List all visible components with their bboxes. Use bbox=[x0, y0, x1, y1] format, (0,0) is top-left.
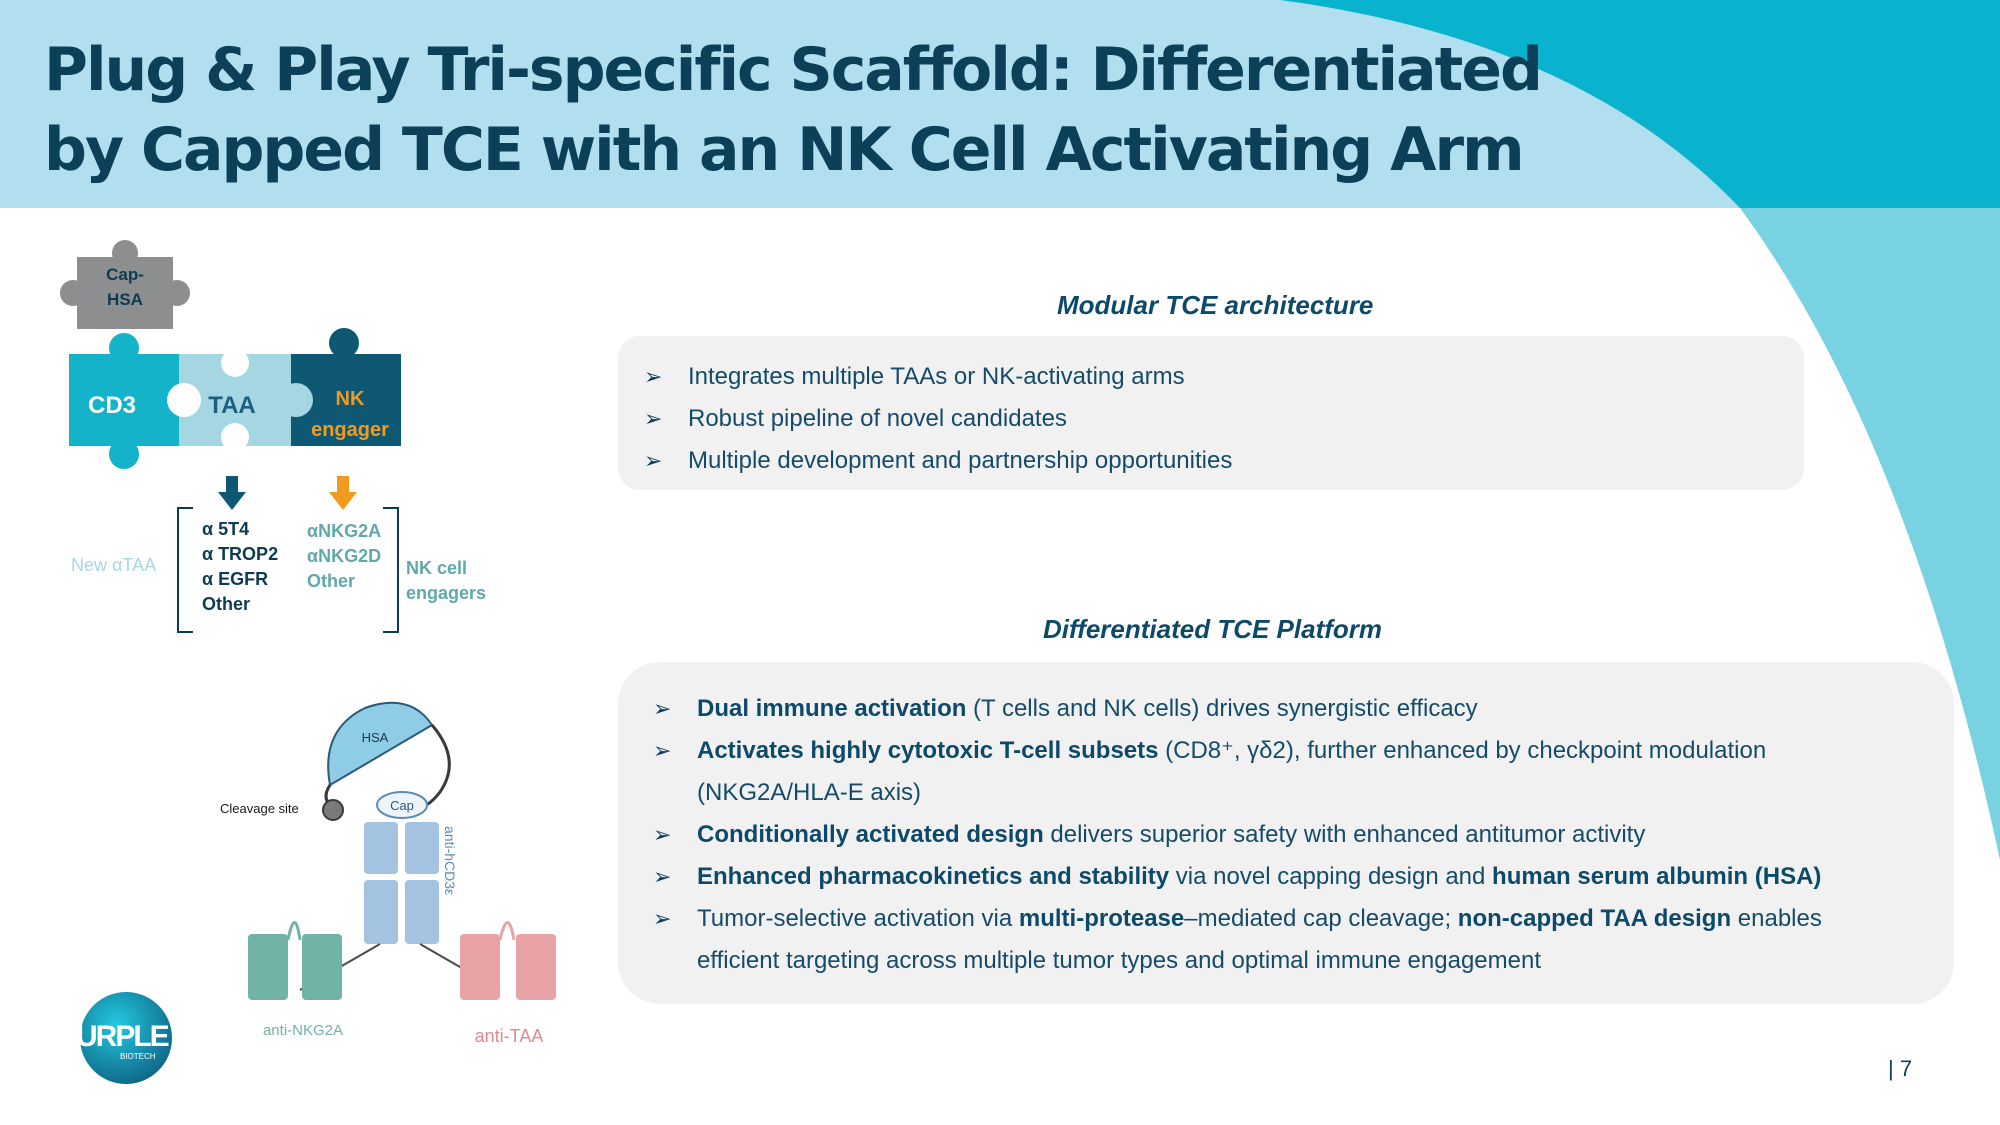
taa-label: TAA bbox=[208, 392, 256, 419]
molecule-diagram: HSA Cleavage site Cap anti-hCD3ε anti-NK… bbox=[220, 701, 556, 1046]
platform-bullet: ➢Conditionally activated design delivers… bbox=[653, 814, 1943, 856]
taa-target-4: Other bbox=[202, 594, 250, 614]
modular-box bbox=[618, 336, 1804, 490]
platform-bullet: ➢Activates highly cytotoxic T-cell subse… bbox=[653, 730, 1943, 814]
nk-cell-label-1: NK cell bbox=[406, 558, 467, 578]
bullet-arrow-icon: ➢ bbox=[644, 364, 663, 389]
anti-taa-label: anti-TAA bbox=[475, 1026, 544, 1046]
anti-hcd3-label: anti-hCD3ε bbox=[442, 826, 458, 895]
title-line-2: by Capped TCE with an NK Cell Activating… bbox=[44, 115, 1525, 185]
logo-subtext: BIOTECH bbox=[120, 1052, 156, 1061]
taa-target-3: α EGFR bbox=[202, 569, 268, 589]
cap-oval bbox=[376, 791, 428, 819]
taa-down-arrow bbox=[218, 476, 246, 510]
modular-bullet: ➢Robust pipeline of novel candidates bbox=[644, 398, 1232, 440]
hsa-label: HSA bbox=[362, 730, 389, 745]
anti-nkg2a-label: anti-NKG2A bbox=[263, 1022, 343, 1039]
anti-cd3-domains bbox=[364, 822, 439, 944]
new-taa-label: New αTAA bbox=[71, 555, 156, 575]
platform-bullet: ➢Dual immune activation (T cells and NK … bbox=[653, 688, 1943, 730]
modular-bullet: ➢Multiple development and partnership op… bbox=[644, 440, 1232, 482]
platform-bullet: ➢Enhanced pharmacokinetics and stability… bbox=[653, 856, 1943, 898]
nk-target-1: αNKG2A bbox=[307, 521, 381, 541]
page-title: Plug & Play Tri-specific Scaffold: Diffe… bbox=[44, 30, 1543, 190]
bullet-arrow-icon: ➢ bbox=[653, 864, 672, 889]
nk-label-1: NK bbox=[336, 388, 365, 410]
nk-target-2: αNKG2D bbox=[307, 546, 381, 566]
right-bracket bbox=[383, 507, 399, 633]
modular-bullets: ➢Integrates multiple TAAs or NK-activati… bbox=[644, 356, 1232, 482]
nk-cell-label-2: engagers bbox=[406, 583, 486, 603]
platform-bullet: ➢Tumor-selective activation via multi-pr… bbox=[653, 898, 1943, 982]
cap-label-2: HSA bbox=[107, 290, 143, 309]
platform-heading: Differentiated TCE Platform bbox=[1043, 614, 1383, 644]
cleavage-site-label: Cleavage site bbox=[220, 801, 299, 816]
taa-target-2: α TROP2 bbox=[202, 544, 278, 564]
bullet-arrow-icon: ➢ bbox=[653, 906, 672, 931]
hsa-dome: HSA bbox=[327, 701, 434, 787]
logo-text: PURPLE bbox=[58, 1020, 170, 1053]
bullet-arrow-icon: ➢ bbox=[653, 696, 672, 721]
anti-taa-domain bbox=[460, 921, 556, 1000]
page-number: | 7 bbox=[1888, 1056, 1913, 1081]
cap-label-1: Cap- bbox=[106, 265, 144, 284]
cap-label: Cap bbox=[390, 798, 414, 813]
nk-label-2: engager bbox=[311, 419, 389, 441]
logo-circle bbox=[80, 992, 172, 1084]
platform-box bbox=[618, 662, 1954, 1004]
taa-piece: TAA bbox=[167, 349, 312, 451]
platform-bullets: ➢Dual immune activation (T cells and NK … bbox=[653, 688, 1943, 982]
cd3-label: CD3 bbox=[88, 392, 136, 419]
nk-down-arrow bbox=[329, 476, 357, 510]
purple-logo: PURPLE BIOTECH bbox=[58, 992, 178, 1084]
cap-hsa-piece: Cap- HSA bbox=[60, 240, 190, 329]
puzzle-diagram: Cap- HSA CD3 TAA NK engager New αTAA α bbox=[60, 240, 486, 633]
modular-bullet: ➢Integrates multiple TAAs or NK-activati… bbox=[644, 356, 1232, 398]
cleavage-site-marker bbox=[322, 799, 344, 821]
nk-target-3: Other bbox=[307, 571, 355, 591]
taa-target-1: α 5T4 bbox=[202, 519, 249, 539]
left-bracket bbox=[177, 507, 193, 633]
bullet-arrow-icon: ➢ bbox=[644, 448, 663, 473]
bullet-arrow-icon: ➢ bbox=[644, 406, 663, 431]
title-line-1: Plug & Play Tri-specific Scaffold: Diffe… bbox=[44, 35, 1543, 105]
anti-nkg2a-domain bbox=[248, 921, 342, 1000]
bullet-arrow-icon: ➢ bbox=[653, 822, 672, 847]
bullet-arrow-icon: ➢ bbox=[653, 738, 672, 763]
nk-engager-piece: NK engager bbox=[279, 328, 401, 446]
modular-heading: Modular TCE architecture bbox=[1057, 290, 1374, 320]
